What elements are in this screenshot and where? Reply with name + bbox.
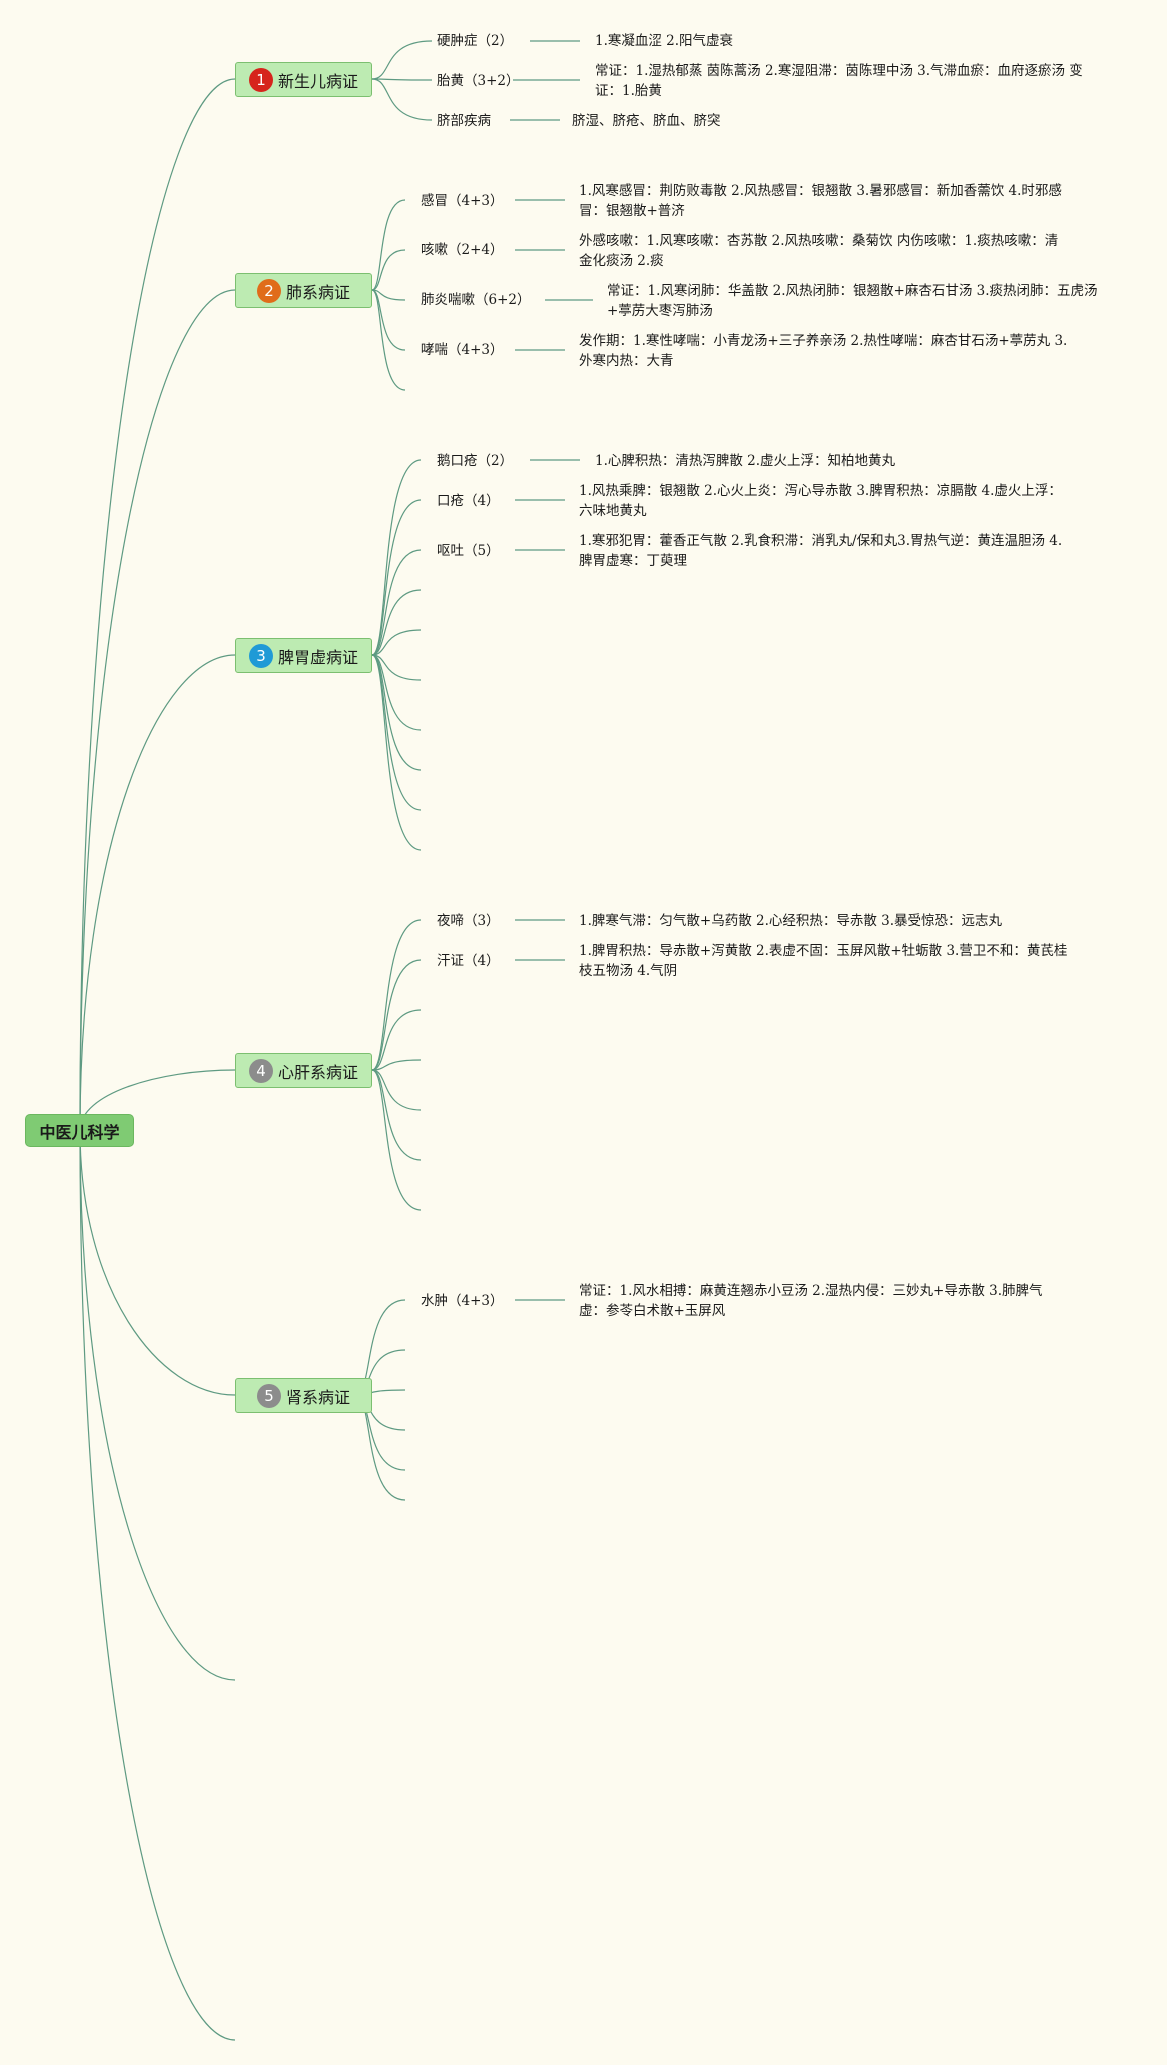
branch-connector — [371, 40, 433, 80]
branch-connector — [371, 549, 422, 656]
topic-pneumonia[interactable]: 肺炎喘嗽（6+2） — [421, 292, 531, 308]
topic-sclerema-detail[interactable]: 1.寒凝血涩 2.阳气虚衰 — [595, 33, 734, 49]
topic-sweating-detail[interactable]: 1.脾胃积热：导赤散+泻黄散 2.表虚不固：玉屏风散+牡蛎散 3.营卫不和：黄芪… — [579, 943, 1068, 979]
root-connector — [79, 654, 236, 1131]
branch-connector — [371, 959, 422, 1071]
branch-newborn[interactable]: 1 新生儿病证 — [235, 62, 372, 97]
branch-connector — [371, 629, 422, 656]
branch-connector — [371, 289, 406, 351]
topic-oral-sores-detail[interactable]: 1.风热乘脾：银翘散 2.心火上炎：泻心导赤散 3.脾胃积热：凉膈散 4.虚火上… — [579, 483, 1062, 519]
topic-neonatal-jaundice-detail[interactable]: 常证：1.湿热郁蒸 茵陈蒿汤 2.寒湿阻滞：茵陈理中汤 3.气滞血瘀：血府逐瘀汤… — [595, 63, 1083, 99]
topic-neonatal-jaundice[interactable]: 胎黄（3+2） — [437, 73, 520, 89]
topic-cough[interactable]: 咳嗽（2+4） — [421, 242, 504, 258]
topic-asthma[interactable]: 哮喘（4+3） — [421, 342, 504, 358]
topic-asthma-detail[interactable]: 发作期：1.寒性哮喘：小青龙汤+三子养亲汤 2.热性哮喘：麻杏甘石汤+葶苈丸 3… — [579, 333, 1068, 369]
branch-label: 心肝系病证 — [277, 1062, 358, 1082]
branch-connector — [371, 654, 422, 731]
branch-connector — [371, 1069, 422, 1111]
topic-common-cold-detail[interactable]: 1.风寒感冒：荆防败毒散 2.风热感冒：银翘散 3.暑邪感冒：新加香薷饮 4.时… — [579, 183, 1062, 219]
branch-label: 新生儿病证 — [277, 71, 358, 91]
branch-lung[interactable]: 2 肺系病证 — [235, 273, 372, 308]
branch-spleen-stomach[interactable]: 3 脾胃虚病证 — [235, 638, 372, 673]
branch-connector — [371, 78, 433, 121]
topic-sweating[interactable]: 汗证（4） — [437, 953, 500, 969]
topic-umbilical-disease[interactable]: 脐部疾病 — [437, 113, 491, 129]
topic-vomiting[interactable]: 呕吐（5） — [437, 543, 500, 559]
branch-connector — [371, 654, 422, 811]
branch-connector — [371, 1059, 422, 1071]
topic-oral-sores[interactable]: 口疮（4） — [437, 493, 500, 509]
topic-thrush-detail[interactable]: 1.心脾积热：清热泻脾散 2.虚火上浮：知柏地黄丸 — [595, 453, 896, 469]
branch-connector — [371, 289, 406, 301]
topic-edema[interactable]: 水肿（4+3） — [421, 1293, 504, 1309]
number-5-icon: 5 — [256, 1383, 281, 1408]
number-3-icon: 3 — [248, 643, 273, 668]
topic-umbilical-disease-detail[interactable]: 脐湿、脐疮、脐血、脐突 — [572, 113, 721, 129]
topic-vomiting-detail[interactable]: 1.寒邪犯胃：藿香正气散 2.乳食积滞：消乳丸/保和丸3.胃热气逆：黄连温胆汤 … — [579, 533, 1063, 569]
topic-thrush[interactable]: 鹅口疮（2） — [437, 453, 514, 469]
topic-night-crying-detail[interactable]: 1.脾寒气滞：匀气散+乌药散 2.心经积热：导赤散 3.暴受惊恐：远志丸 — [579, 913, 1003, 929]
branch-connector — [371, 654, 422, 771]
topic-sclerema[interactable]: 硬肿症（2） — [437, 33, 514, 49]
branch-connector — [371, 499, 422, 656]
root-topic[interactable]: 中医儿科学 — [25, 1114, 134, 1147]
branch-connector — [371, 249, 406, 291]
branch-connector — [371, 1009, 422, 1071]
topic-cough-detail[interactable]: 外感咳嗽：1.风寒咳嗽：杏苏散 2.风热咳嗽：桑菊饮 内伤咳嗽：1.痰热咳嗽：清… — [579, 233, 1059, 269]
topic-edema-detail[interactable]: 常证：1.风水相搏：麻黄连翘赤小豆汤 2.湿热内侵：三妙丸+导赤散 3.肺脾气虚… — [579, 1283, 1043, 1319]
branch-label: 脾胃虚病证 — [277, 647, 358, 667]
branch-label: 肺系病证 — [285, 282, 350, 302]
root-connector — [79, 289, 236, 1131]
root-connector — [79, 1129, 236, 1396]
branch-connector — [371, 459, 422, 656]
branch-connector — [371, 78, 433, 81]
topic-night-crying[interactable]: 夜啼（3） — [437, 913, 500, 929]
number-2-icon: 2 — [256, 278, 281, 303]
root-connector — [79, 1129, 236, 2041]
number-4-icon: 4 — [248, 1058, 273, 1083]
branch-heart-liver[interactable]: 4 心肝系病证 — [235, 1053, 372, 1088]
root-connector — [79, 78, 236, 1131]
branch-connector — [371, 919, 422, 1071]
branch-connector — [371, 589, 422, 656]
branch-connector — [371, 654, 422, 681]
number-1-icon: 1 — [248, 67, 273, 92]
topic-pneumonia-detail[interactable]: 常证：1.风寒闭肺：华盖散 2.风热闭肺：银翘散+麻杏石甘汤 3.痰热闭肺：五虎… — [607, 283, 1098, 319]
branch-connector — [371, 289, 406, 391]
branch-connector — [371, 1069, 422, 1211]
branch-connector — [371, 199, 406, 291]
branch-label: 肾系病证 — [285, 1387, 350, 1407]
branch-connector — [371, 1069, 422, 1161]
branch-kidney[interactable]: 5 肾系病证 — [235, 1378, 372, 1413]
branch-connector — [371, 654, 422, 851]
topic-common-cold[interactable]: 感冒（4+3） — [421, 193, 504, 209]
root-connector — [79, 1129, 236, 1681]
